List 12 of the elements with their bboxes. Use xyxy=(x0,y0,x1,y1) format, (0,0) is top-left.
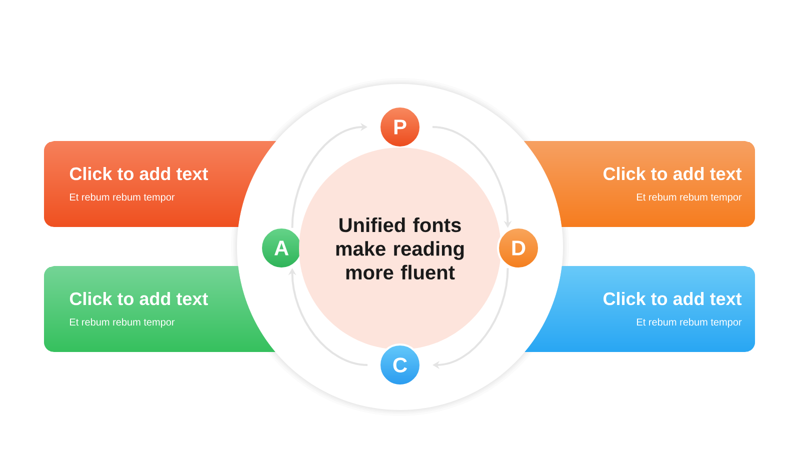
node-label: Click to add text xyxy=(604,292,742,306)
node-label: Et rebum rebum tempor xyxy=(637,318,742,328)
node-label: Click to add text xyxy=(70,166,208,180)
node-label: Et rebum rebum tempor xyxy=(70,318,175,328)
node-label: Et rebum rebum tempor xyxy=(637,193,742,203)
node-label: Click to add text xyxy=(70,292,208,306)
node-label: Et rebum rebum tempor xyxy=(70,193,175,203)
card: Click to add text Et rebum rebum tempor xyxy=(44,266,276,352)
card: Click to add text Et rebum rebum tempor xyxy=(44,141,276,227)
card: Click to add text Et rebum rebum tempor xyxy=(524,141,755,227)
node-label: Click to add text xyxy=(604,166,742,180)
card: Click to add text Et rebum rebum tempor xyxy=(524,266,755,352)
